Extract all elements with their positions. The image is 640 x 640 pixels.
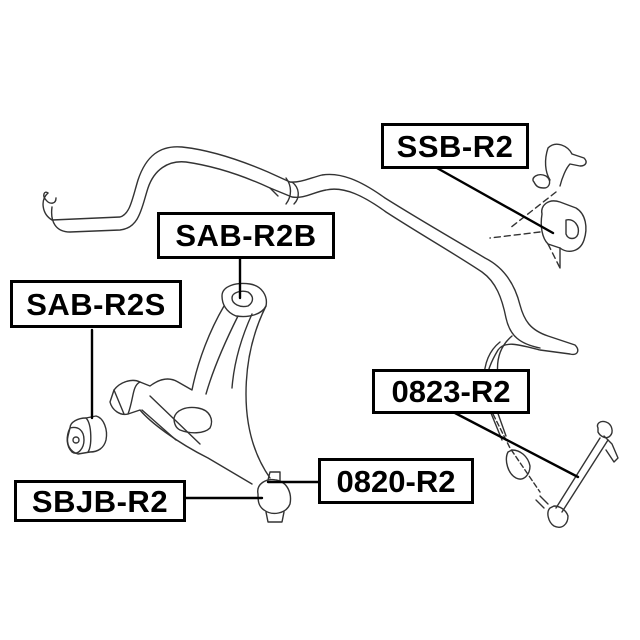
part-label-sbjb-r2: SBJB-R2	[14, 480, 186, 522]
stabilizer-bar-drawing	[42, 146, 579, 386]
part-number-text: SAB-R2S	[26, 286, 166, 322]
part-label-sab-r2b: SAB-R2B	[157, 212, 335, 259]
arm-bushing-drawing	[66, 415, 108, 455]
lower-control-arm-drawing	[109, 282, 292, 523]
part-label-0820-r2: 0820-R2	[318, 458, 474, 504]
stabilizer-link-drawing	[483, 395, 619, 528]
part-number-text: 0820-R2	[336, 463, 456, 499]
leader-lines	[90, 166, 580, 500]
leader-0823	[453, 411, 580, 479]
part-number-text: SAB-R2B	[175, 218, 317, 253]
part-number-text: SSB-R2	[396, 128, 514, 164]
part-number-text: SBJB-R2	[31, 483, 169, 519]
stabilizer-bushing-drawing	[489, 143, 587, 269]
part-label-ssb-r2: SSB-R2	[381, 123, 529, 169]
part-label-sab-r2s: SAB-R2S	[10, 280, 182, 328]
part-number-text: 0823-R2	[391, 374, 511, 409]
part-label-0823-r2: 0823-R2	[372, 369, 530, 414]
leader-ssb	[435, 166, 555, 235]
